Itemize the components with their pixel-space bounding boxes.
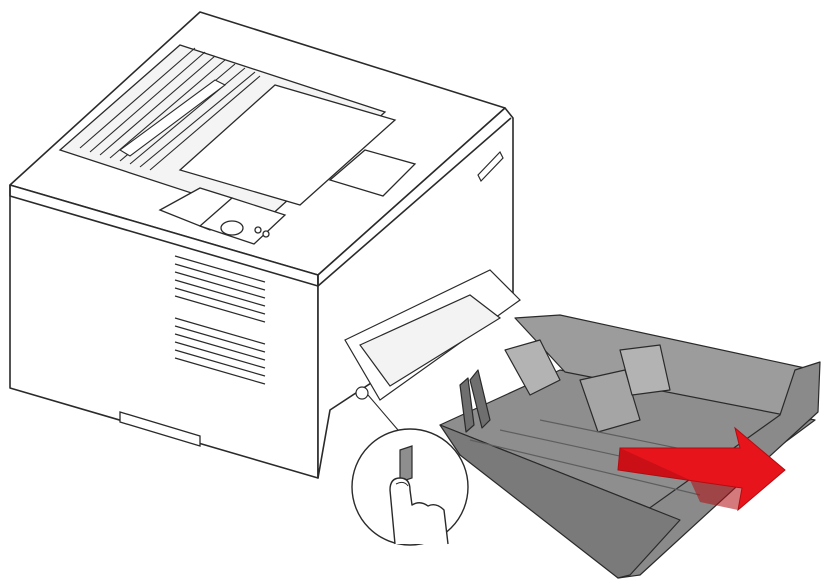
front-vents — [174, 255, 266, 385]
paper-guide-center — [579, 369, 641, 433]
paper-tray-front-lip — [439, 424, 681, 579]
rear-vent-grill — [79, 47, 261, 171]
pressing-finger — [389, 477, 449, 545]
paper-tray — [439, 314, 821, 579]
paper-guide-left — [504, 339, 561, 396]
control-panel-dial — [220, 220, 244, 236]
control-panel — [198, 197, 287, 245]
callout-leader-line — [367, 394, 399, 431]
output-tray — [58, 44, 397, 231]
side-handle-slot — [477, 150, 504, 183]
top-cover-panel — [328, 149, 417, 197]
paper-guide-rear — [619, 344, 671, 396]
finger-press-icon — [351, 394, 469, 546]
paper-guide-tab — [469, 369, 491, 429]
front-tray-handle — [119, 411, 201, 447]
pull-out-arrow-icon — [617, 426, 786, 512]
rear-door-open — [344, 269, 521, 401]
